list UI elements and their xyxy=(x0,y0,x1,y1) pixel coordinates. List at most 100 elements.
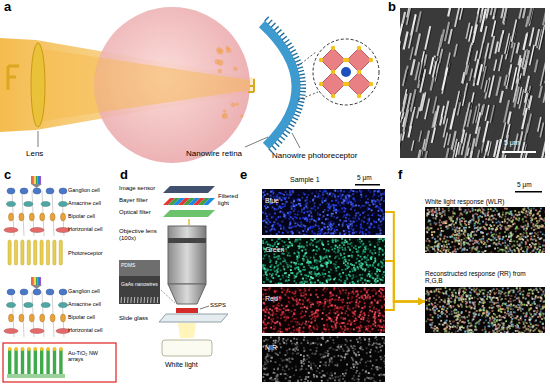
figure-shape xyxy=(282,203,284,205)
figure-shape xyxy=(298,194,300,196)
figure-shape xyxy=(343,244,345,246)
figure-shape xyxy=(356,220,358,222)
figure-shape xyxy=(333,205,335,207)
figure-shape xyxy=(338,279,340,281)
figure-shape xyxy=(368,259,370,261)
figure-shape xyxy=(361,191,363,193)
figure-shape xyxy=(306,231,308,233)
figure-shape xyxy=(385,257,386,259)
figure-shape xyxy=(381,197,383,199)
figure-shape xyxy=(367,222,369,224)
figure-shape xyxy=(357,284,359,285)
figure-shape xyxy=(341,207,343,209)
lens-tip xyxy=(168,284,206,304)
figure-shape xyxy=(124,297,126,303)
figure-shape xyxy=(313,233,315,235)
figure-shape xyxy=(265,272,267,274)
figure-shape xyxy=(352,281,354,283)
figure-shape xyxy=(367,219,369,221)
figure-shape xyxy=(333,216,335,218)
figure-shape xyxy=(280,33,285,37)
figure-shape xyxy=(356,191,358,193)
figure-shape xyxy=(294,222,296,224)
figure-shape xyxy=(293,200,295,202)
figure-shape xyxy=(331,70,335,74)
figure-shape xyxy=(321,72,345,96)
figure-shape xyxy=(307,284,309,285)
figure-shape xyxy=(280,228,282,230)
figure-shape xyxy=(343,230,345,232)
inset-photo xyxy=(119,260,160,304)
figure-shape xyxy=(21,347,25,351)
figure-shape xyxy=(31,184,42,188)
figure-shape xyxy=(283,266,285,268)
figure-shape xyxy=(293,220,295,222)
figure-shape xyxy=(284,259,286,261)
figure-shape xyxy=(240,114,243,117)
figure-shape xyxy=(59,202,68,207)
figure-shape xyxy=(317,207,319,209)
figure-shape xyxy=(346,201,348,203)
figure-shape xyxy=(348,259,350,261)
figure-shape xyxy=(330,221,332,223)
figure-shape xyxy=(416,11,421,32)
figure-shape xyxy=(289,192,291,194)
figure-shape xyxy=(284,198,286,200)
bracket-arrow xyxy=(385,301,425,310)
figure-shape xyxy=(369,264,371,266)
figure-shape xyxy=(348,231,350,233)
figure-shape xyxy=(321,228,323,230)
figure-shape xyxy=(314,205,316,207)
figure-shape xyxy=(293,280,295,282)
figure-shape xyxy=(415,33,420,55)
figure-shape xyxy=(295,204,297,206)
figure-shape xyxy=(271,225,273,227)
figure-shape xyxy=(266,254,268,256)
figure-shape xyxy=(297,267,299,269)
figure-shape xyxy=(318,218,320,220)
figure-shape xyxy=(350,263,352,265)
figure-shape xyxy=(354,217,356,219)
figure-shape xyxy=(335,232,337,234)
figure-shape xyxy=(361,196,363,198)
figure-shape xyxy=(281,200,283,202)
figure-shape xyxy=(324,223,326,225)
figure-shape xyxy=(319,204,321,206)
figure-shape xyxy=(324,232,326,234)
figure-shape xyxy=(29,213,34,221)
figure-shape xyxy=(378,219,380,221)
figure-shape xyxy=(46,349,49,374)
figure-group xyxy=(319,46,373,98)
figure-shape xyxy=(308,189,310,191)
figure-group xyxy=(121,297,158,303)
figure-shape xyxy=(352,228,354,230)
figure-shape xyxy=(317,196,319,198)
figure-shape xyxy=(315,196,317,198)
figure-shape xyxy=(326,198,328,200)
figure-shape xyxy=(280,225,282,227)
layer-label: Ganglion cell xyxy=(68,288,100,294)
figure-shape xyxy=(353,198,355,200)
figure-shape xyxy=(265,217,267,219)
figure-shape xyxy=(33,347,37,351)
figure-shape xyxy=(281,240,283,242)
figure-shape xyxy=(20,289,28,295)
scale-bar xyxy=(515,191,542,193)
figure-shape xyxy=(291,231,293,233)
figure-shape xyxy=(272,146,276,150)
figure-shape xyxy=(476,150,479,158)
figure-shape xyxy=(319,214,321,216)
figure-shape xyxy=(380,279,382,281)
figure-shape xyxy=(377,244,379,246)
figure-shape xyxy=(291,231,293,233)
figure-shape xyxy=(264,190,266,192)
figure-shape xyxy=(319,190,321,192)
figure-shape xyxy=(364,279,366,281)
figure-shape xyxy=(348,196,350,198)
figure-shape xyxy=(279,211,281,213)
figure-shape xyxy=(269,214,271,216)
light-ray xyxy=(188,219,189,225)
figure-shape xyxy=(223,110,226,113)
figure-shape xyxy=(364,205,366,207)
figure-shape xyxy=(360,224,362,226)
